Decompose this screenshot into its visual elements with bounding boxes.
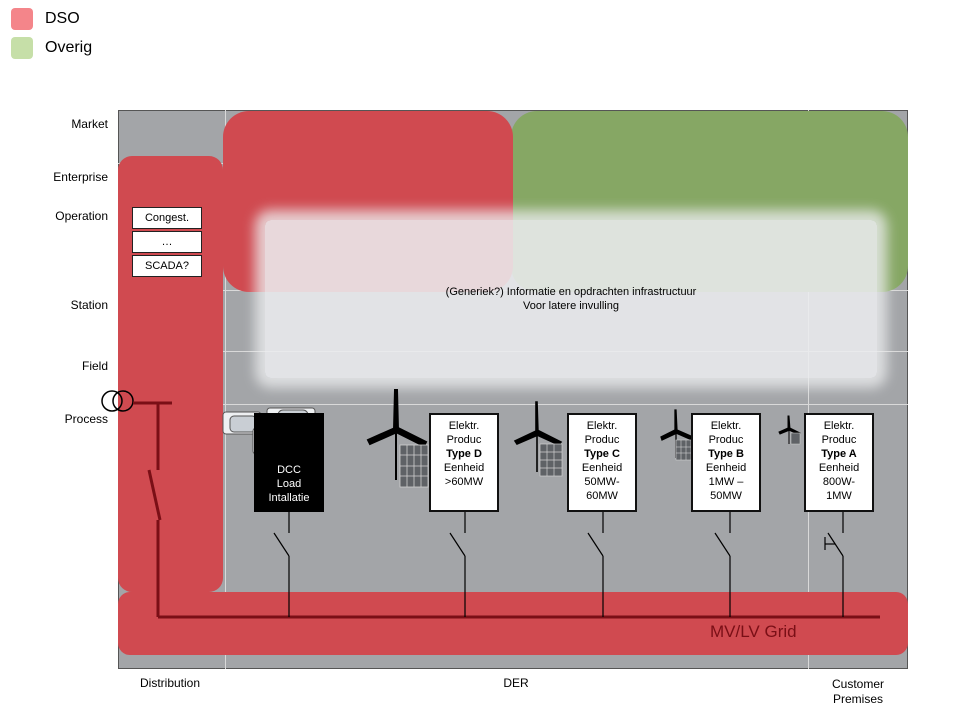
der-line: Produc — [584, 434, 620, 446]
der-type: Type B — [708, 448, 744, 460]
solar-panel-icon — [790, 432, 801, 445]
der-line: Eenheid — [705, 462, 747, 474]
infrastructure-text-line1: (Generiek?) Informatie en opdrachten inf… — [445, 286, 697, 298]
dcc-load-installation-box: DCC Load Intallatie — [254, 413, 324, 512]
infrastructure-box — [265, 220, 877, 378]
feeder-lines — [273, 512, 844, 617]
domain-label-customer-2: Premises — [832, 692, 883, 706]
dso-block-grid — [118, 592, 908, 655]
zone-label-enterprise: Enterprise — [53, 170, 108, 184]
solar-panel-icon — [675, 439, 692, 461]
domain-label-distribution: Distribution — [139, 676, 201, 690]
zone-label-station: Station — [70, 298, 108, 312]
der-line: Elektr. — [823, 420, 855, 432]
solar-panel-icon — [399, 444, 429, 488]
der-type: Type C — [584, 448, 620, 460]
der-capacity: 1MW – — [708, 476, 744, 488]
operation-box-congest: Congest. — [132, 207, 202, 229]
der-box-type-b: Elektr. Produc Type B Eenheid 1MW – 50MW — [691, 413, 761, 512]
domain-divider — [225, 110, 226, 669]
domain-divider — [808, 110, 809, 669]
infrastructure-text-line2: Voor latere invulling — [522, 300, 619, 312]
legend-swatch-dso — [11, 8, 33, 30]
der-capacity: 60MW — [586, 490, 618, 502]
solar-panel-icon — [539, 443, 563, 477]
legend-label-dso: DSO — [45, 10, 80, 27]
legend-label-overig: Overig — [45, 39, 93, 56]
grid-label: MV/LV Grid — [710, 622, 797, 641]
der-line: Elektr. — [710, 420, 742, 432]
operation-box-scada: SCADA? — [132, 255, 202, 277]
operation-box-ellipsis: … — [132, 231, 202, 253]
der-line: Eenheid — [443, 462, 485, 474]
main-grid-line — [133, 401, 880, 619]
dcc-line3: Intallatie — [268, 492, 310, 504]
der-type: Type D — [446, 448, 482, 460]
domain-label-der: DER — [503, 676, 529, 690]
der-line: Eenheid — [581, 462, 623, 474]
legend-swatch-overig — [11, 37, 33, 59]
der-type: Type A — [821, 448, 857, 460]
zone-label-operation: Operation — [55, 209, 108, 223]
wind-turbine-icon — [366, 389, 428, 480]
der-capacity: 1MW — [826, 490, 852, 502]
wind-turbine-icon — [513, 401, 563, 472]
der-capacity: 800W- — [822, 476, 856, 488]
zone-label-process: Process — [64, 412, 108, 426]
der-line: Produc — [821, 434, 857, 446]
der-line: Elektr. — [586, 420, 618, 432]
transformer-icon — [101, 390, 134, 412]
zone-label-market: Market — [71, 117, 108, 131]
der-line: Produc — [446, 434, 482, 446]
der-box-type-a: Elektr. Produc Type A Eenheid 800W- 1MW — [804, 413, 874, 512]
zone-divider — [118, 404, 908, 405]
der-capacity: 50MW- — [584, 476, 620, 488]
der-box-type-d: Elektr. Produc Type D Eenheid >60MW — [429, 413, 499, 512]
der-line: Eenheid — [818, 462, 860, 474]
domain-label-customer-1: Customer — [831, 677, 884, 691]
der-capacity: 50MW — [710, 490, 742, 502]
dcc-line2: Load — [276, 478, 302, 490]
zone-label-field: Field — [81, 359, 108, 373]
der-box-type-c: Elektr. Produc Type C Eenheid 50MW- 60MW — [567, 413, 637, 512]
der-line: Elektr. — [448, 420, 480, 432]
der-capacity: >60MW — [444, 476, 484, 488]
dcc-line1: DCC — [277, 464, 301, 476]
der-line: Produc — [708, 434, 744, 446]
